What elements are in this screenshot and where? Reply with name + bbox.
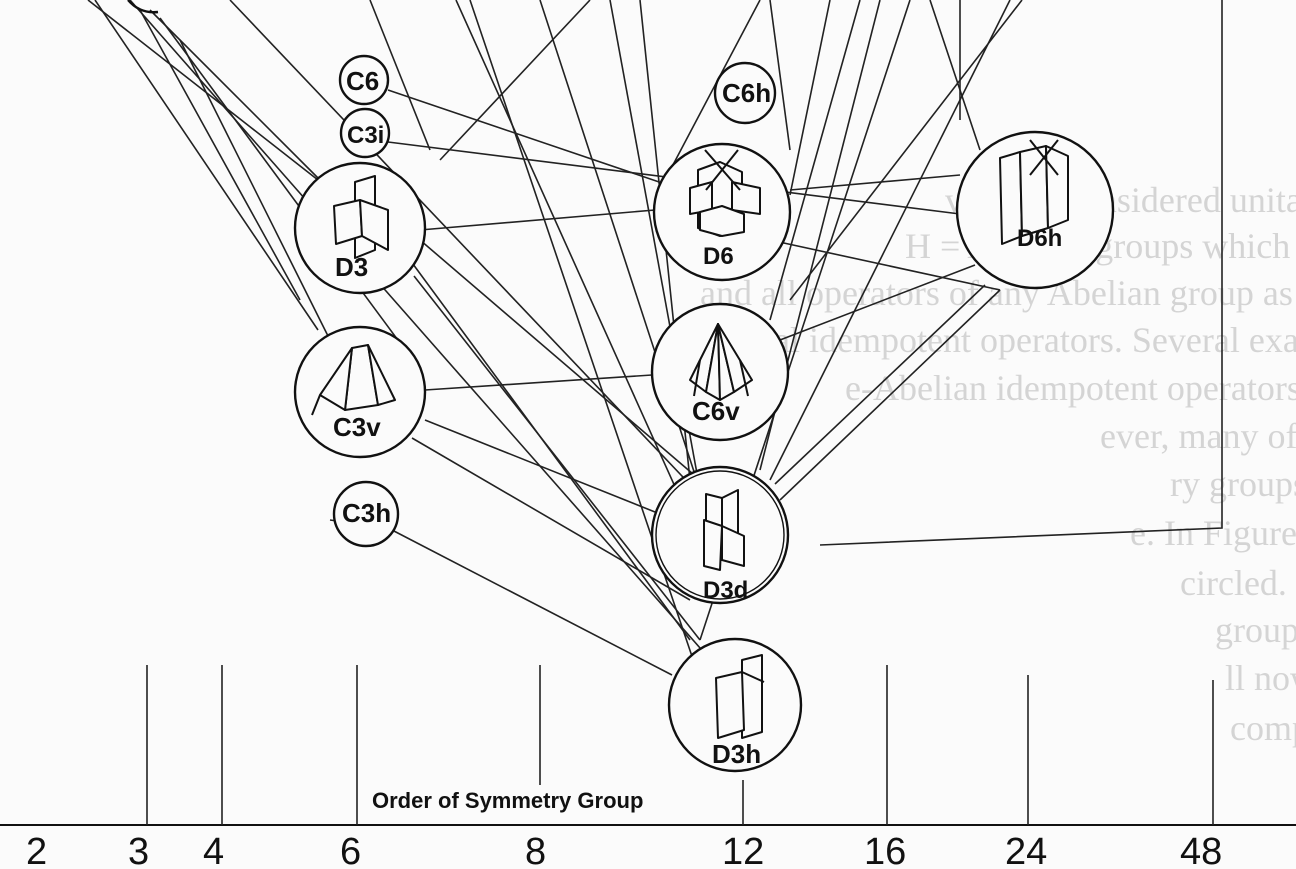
d3h-symmetry-icon: [715, 654, 765, 739]
edge-line: [769, 0, 861, 321]
edge-line: [87, 0, 319, 181]
node-d3d: D3d: [650, 465, 790, 605]
node-c3v: C3v: [293, 325, 427, 459]
axis-tick-label: 16: [864, 831, 906, 869]
node-label: D3h: [712, 739, 761, 769]
axis-title: Order of Symmetry Group: [372, 788, 643, 813]
node-label: C3i: [347, 122, 384, 149]
node-circle: [332, 480, 400, 548]
axis-tick-label: 3: [128, 831, 149, 869]
edge-line: [774, 284, 986, 485]
c6v-symmetry-icon: [689, 323, 753, 401]
background-text: ve have considered unitary operations wh…: [700, 180, 1296, 748]
edge-line: [929, 0, 981, 151]
edge-line: [789, 0, 1023, 301]
edge-line: [139, 9, 301, 301]
edge-line: [439, 0, 591, 161]
edge-line: [424, 374, 653, 391]
bg-line: groups are non-Abelian.: [1215, 610, 1296, 650]
node-label: D3d: [703, 577, 748, 604]
edge-line: [129, 0, 716, 666]
edge-line: [391, 529, 673, 676]
node-d6h: D6h: [955, 130, 1115, 290]
bg-line: e-Abelian idempotent operators help expl…: [845, 368, 1296, 408]
edge-line: [419, 239, 701, 481]
d3-symmetry-icon: [333, 175, 389, 259]
node-circle: [338, 54, 390, 106]
edge-line: [455, 0, 691, 521]
right-bracket-line: [819, 0, 1223, 546]
edge-line: [411, 437, 691, 601]
node-d3: D3: [293, 161, 427, 295]
axis-tick-label: 48: [1180, 831, 1222, 869]
d3d-symmetry-icon: [703, 489, 745, 571]
d6-symmetry-icon: [689, 149, 761, 237]
node-label: D6h: [1017, 225, 1062, 252]
edge-line: [789, 174, 961, 191]
edge-line: [424, 419, 656, 513]
node-label: C6h: [722, 78, 771, 108]
edge-line: [413, 275, 701, 641]
node-label: C3h: [342, 498, 391, 528]
edge-line: [159, 17, 421, 371]
edge-line: [179, 39, 331, 341]
node-label: C6: [346, 66, 379, 96]
node-circle: [713, 61, 777, 125]
node-c3h: C3h: [332, 480, 400, 548]
bg-line: ry groups, that is, groups having some o…: [1170, 464, 1296, 504]
d6h-symmetry-icon: [999, 139, 1069, 245]
node-c3i: C3i: [339, 107, 391, 159]
bg-line: compose vectors more complicated symmetr…: [1230, 708, 1296, 748]
edge-line: [419, 209, 656, 231]
edge-line: [149, 9, 321, 181]
node-c6: C6: [338, 54, 390, 106]
bg-line: e. In Figure 3.1.1 the non-Abelian cryst…: [1130, 513, 1296, 553]
node-d6: D6: [652, 142, 792, 282]
partial-node-top: [127, 0, 159, 14]
axis-tick-label: 24: [1005, 831, 1047, 869]
bg-line: ever, many of the most interesting probl…: [1100, 416, 1296, 456]
node-label: D6: [703, 243, 734, 270]
node-label: D3: [335, 252, 368, 282]
axis-tick-label: 8: [525, 831, 546, 869]
bg-line: circled. Note that half of the possible …: [1180, 563, 1296, 603]
edge-line: [789, 0, 831, 196]
node-label: C6v: [692, 396, 740, 426]
edge-line: [769, 0, 791, 151]
axis-tick-label: 4: [203, 831, 224, 869]
axis-tick-label: 12: [722, 831, 764, 869]
axis-tick-label: 6: [340, 831, 361, 869]
edge-line: [94, 0, 319, 331]
bg-line: gonal idempotent operators. Several exam…: [720, 320, 1296, 360]
edge-line: [664, 0, 761, 181]
edge-line: [769, 0, 1011, 481]
node-label: C3v: [333, 412, 381, 442]
order-axis: Order of Symmetry Group 2 3 4 6 8 12 16 …: [0, 665, 1296, 869]
node-circle: [339, 107, 391, 159]
edge-line: [769, 239, 1001, 291]
node-c6h: C6h: [713, 61, 777, 125]
bg-line: ll now be shown how to generalize the id…: [1225, 658, 1296, 698]
node-d3h: D3h: [667, 637, 803, 773]
node-c6v: C6v: [650, 302, 790, 442]
edge-line: [387, 89, 669, 186]
edge-line: [369, 0, 431, 151]
axis-tick-label: 2: [26, 831, 47, 869]
edge-line: [779, 289, 1001, 501]
c3v-symmetry-icon: [311, 344, 396, 416]
